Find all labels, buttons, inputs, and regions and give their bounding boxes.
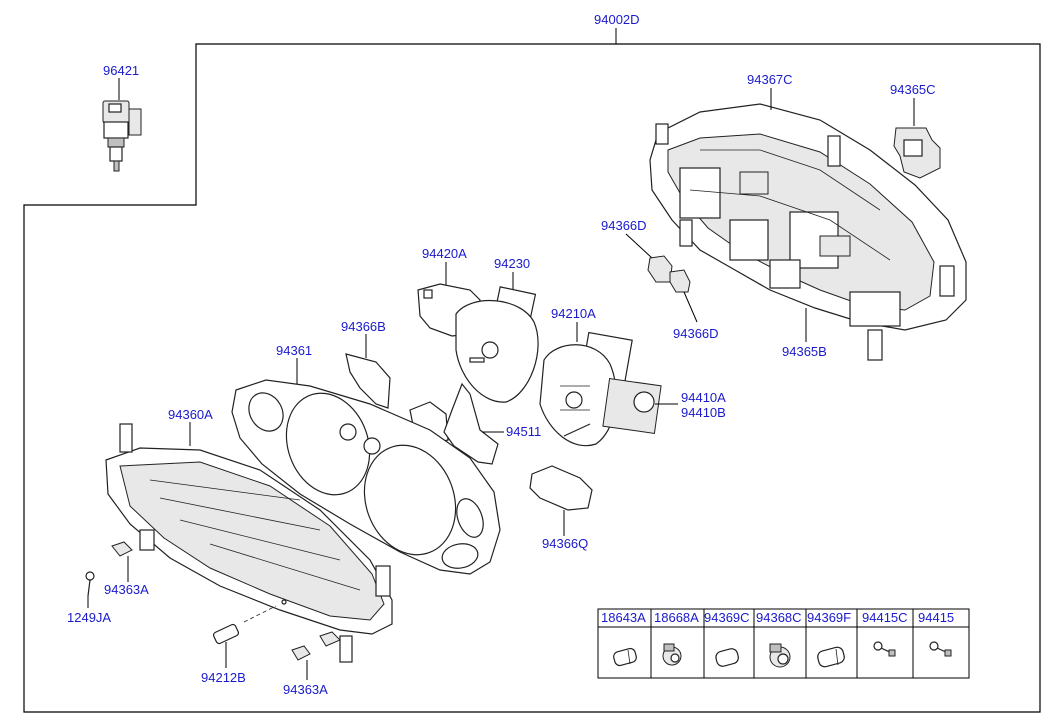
label-94410A[interactable]: 94410A xyxy=(681,390,726,405)
table-header-3[interactable]: 94369C xyxy=(704,610,750,625)
label-96421[interactable]: 96421 xyxy=(103,63,139,78)
table-header-4[interactable]: 94368C xyxy=(756,610,802,625)
bulb-wedge-icon xyxy=(613,647,637,667)
label-94410B[interactable]: 94410B xyxy=(681,405,726,420)
gauge-94230 xyxy=(455,272,539,403)
label-94366Q[interactable]: 94366Q xyxy=(542,536,588,551)
plate-94366B xyxy=(345,334,391,409)
table-header-5[interactable]: 94369F xyxy=(807,610,851,625)
table-header-7[interactable]: 94415 xyxy=(918,610,954,625)
pin-94212B xyxy=(212,599,287,668)
label-94230[interactable]: 94230 xyxy=(494,256,530,271)
part-94366Q xyxy=(529,465,593,536)
bulb-socket-icon xyxy=(769,643,791,668)
label-94367C[interactable]: 94367C xyxy=(747,72,793,87)
label-94363A-bottom[interactable]: 94363A xyxy=(283,682,328,697)
clip-94363A-bottom xyxy=(291,631,341,680)
screw-small-icon xyxy=(873,641,896,657)
bulb-wedge-large-icon xyxy=(817,646,845,668)
rear-housing-94365B xyxy=(649,103,967,361)
label-94420A[interactable]: 94420A xyxy=(422,246,467,261)
face-plate-94361 xyxy=(231,358,501,575)
assembly-frame xyxy=(23,43,1041,713)
parts-table: 18643A 18668A 94369C 94368C 94369F 94415… xyxy=(597,608,970,679)
pads-94366D xyxy=(625,233,698,323)
clip-94363A-left xyxy=(111,541,133,582)
bulb-wedge-small-icon xyxy=(715,648,739,667)
clip-94365C xyxy=(893,98,941,179)
table-header-6[interactable]: 94415C xyxy=(862,610,908,625)
label-94366D-bottom[interactable]: 94366D xyxy=(673,326,719,341)
label-94363A-left[interactable]: 94363A xyxy=(104,582,149,597)
gauge-94210A xyxy=(539,322,662,447)
label-1249JA[interactable]: 1249JA xyxy=(67,610,111,625)
label-94365C[interactable]: 94365C xyxy=(890,82,936,97)
label-94360A[interactable]: 94360A xyxy=(168,407,213,422)
speed-sensor-96421 xyxy=(102,78,142,172)
label-94511[interactable]: 94511 xyxy=(506,424,541,439)
table-header-2[interactable]: 18668A xyxy=(654,610,699,625)
screw-1249JA xyxy=(85,571,95,608)
label-94361[interactable]: 94361 xyxy=(276,343,312,358)
label-94212B[interactable]: 94212B xyxy=(201,670,246,685)
label-94366D-top[interactable]: 94366D xyxy=(601,218,647,233)
bulb-socket-icon xyxy=(662,643,682,666)
label-94002D[interactable]: 94002D xyxy=(594,12,640,27)
lens-94360A xyxy=(105,422,393,663)
label-94366B[interactable]: 94366B xyxy=(341,319,386,334)
screw-icon xyxy=(929,641,952,657)
label-94210A[interactable]: 94210A xyxy=(551,306,596,321)
label-94365B[interactable]: 94365B xyxy=(782,344,827,359)
table-header-1[interactable]: 18643A xyxy=(601,610,646,625)
